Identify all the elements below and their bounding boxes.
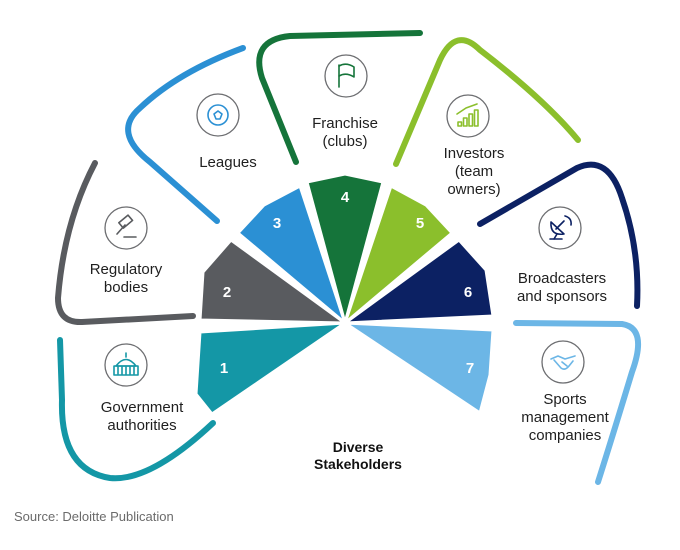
wedge-number-7: 7 [466,360,474,377]
segment-outline-2 [55,160,196,326]
segment-outline-6 [477,161,641,309]
wedge-2 [198,237,350,325]
government-building-icon [104,343,148,387]
wedge-4 [305,172,385,329]
wedge-number-1: 1 [220,360,228,377]
wedge-number-2: 2 [223,284,231,301]
segment-outline-4 [256,30,423,165]
segment-outline-5 [393,37,581,167]
football-icon [196,93,240,137]
wedge-3 [235,183,349,328]
wedge-number-6: 6 [464,284,472,301]
wedge-number-5: 5 [416,215,424,232]
stakeholder-label-4: Franchise(clubs) [312,115,378,150]
wedge-number-3: 3 [273,215,281,232]
handshake-icon [541,340,585,384]
gavel-icon [104,206,148,250]
source-caption: Source: Deloitte Publication [14,509,174,524]
wedge-5 [341,183,455,328]
flag-icon [324,54,368,98]
stakeholder-leagues: 3 Leagues [125,45,349,328]
satellite-dish-icon [538,206,582,250]
wedge-1 [194,321,351,417]
growth-chart-icon [446,94,490,138]
segment-outline-7 [513,320,641,485]
segment-outline-1 [57,337,216,482]
wedge-6 [340,237,495,325]
wedge-number-4: 4 [341,189,350,206]
stakeholder-label-3: Leagues [199,154,257,171]
wedge-7 [339,321,495,416]
segment-outline-3 [125,45,246,224]
stakeholder-franchise-clubs: 4 Franchise(clubs) [256,30,423,329]
